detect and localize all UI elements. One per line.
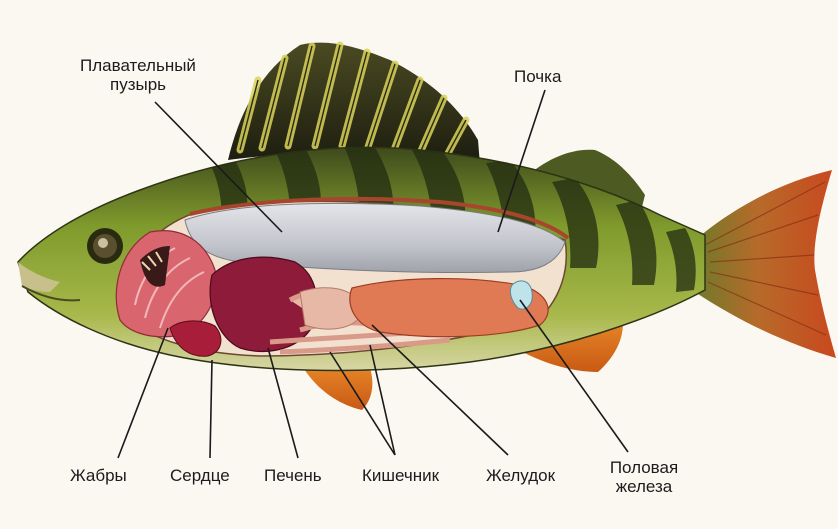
label-swim-bladder: Плавательный пузырь: [58, 56, 218, 94]
dorsal-fin: [228, 43, 480, 165]
tail-fin: [695, 170, 836, 358]
label-gonad-line1: Половая: [590, 458, 698, 477]
label-liver: Печень: [264, 466, 322, 485]
label-gills: Жабры: [70, 466, 127, 485]
label-heart: Сердце: [170, 466, 230, 485]
label-gonad: Половая железа: [590, 458, 698, 496]
label-swim-bladder-line2: пузырь: [58, 75, 218, 94]
label-kidney: Почка: [514, 67, 561, 86]
label-swim-bladder-line1: Плавательный: [58, 56, 218, 75]
label-stomach: Желудок: [486, 466, 555, 485]
label-intestine: Кишечник: [362, 466, 439, 485]
heart-leader: [210, 360, 212, 458]
label-gonad-line2: железа: [590, 477, 698, 496]
